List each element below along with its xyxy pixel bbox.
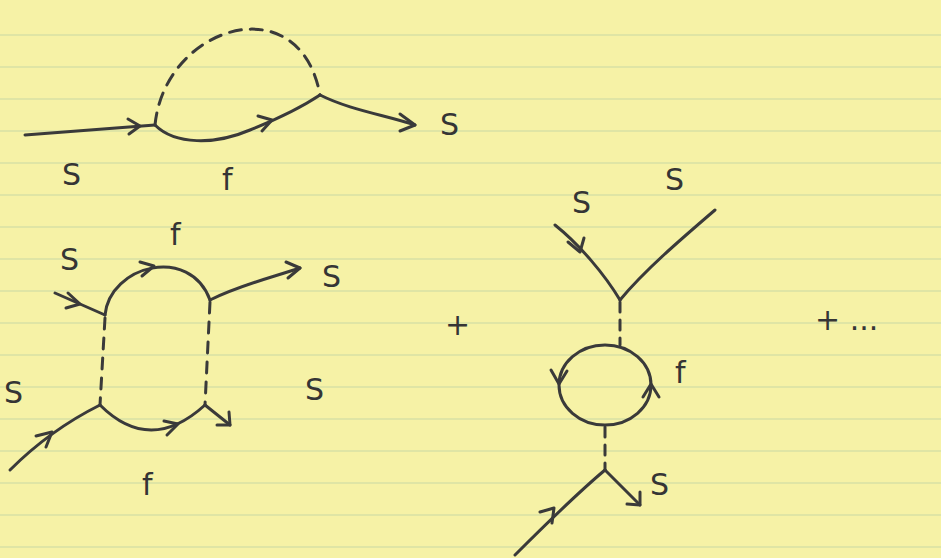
scalar-line (10, 405, 100, 470)
particle-label: f (222, 165, 233, 195)
scalar-line (205, 405, 230, 425)
scalar-line (605, 470, 640, 505)
particle-label: f (142, 470, 153, 500)
fermion-loop (559, 345, 651, 425)
particle-label: S (4, 378, 23, 408)
arrowhead (400, 114, 415, 131)
boson-line (205, 302, 210, 405)
particle-label: S (650, 470, 669, 500)
fermion-line (105, 267, 210, 315)
arrowhead (540, 508, 554, 523)
arrowhead (286, 262, 300, 278)
boson-line (155, 29, 320, 125)
arrowhead (217, 412, 230, 425)
arrowhead (128, 119, 140, 134)
particle-label: S (60, 245, 79, 275)
scalar-line (620, 210, 715, 300)
arrowhead (66, 293, 80, 308)
particle-label: S (322, 262, 341, 292)
boson-line (604, 427, 607, 470)
scalar-line (555, 225, 620, 300)
scalar-line (320, 95, 415, 125)
arrowhead (643, 384, 659, 397)
arrowhead (36, 432, 52, 447)
paper-rules (0, 35, 941, 547)
arrowhead (164, 421, 178, 435)
particle-label: S (572, 188, 591, 218)
arrowhead (627, 492, 640, 505)
arrowhead (258, 116, 272, 131)
scalar-line (515, 470, 605, 555)
fermion-line (100, 405, 205, 430)
particle-label: S (440, 110, 459, 140)
ink-lines (10, 29, 715, 555)
particle-label: f (170, 220, 181, 250)
arrowhead (568, 238, 584, 252)
boson-line (100, 318, 105, 405)
boson-line (619, 302, 622, 345)
plus-sign: + (445, 310, 470, 340)
particle-label: S (62, 160, 81, 190)
scalar-line (210, 268, 300, 300)
fermion-line (155, 95, 320, 141)
continuation-sign: + ... (815, 305, 878, 335)
scalar-line (55, 293, 105, 315)
particle-label: S (665, 165, 684, 195)
particle-label: f (675, 358, 686, 388)
arrowhead (551, 370, 567, 384)
arrowhead (140, 262, 154, 276)
particle-label: S (305, 375, 324, 405)
